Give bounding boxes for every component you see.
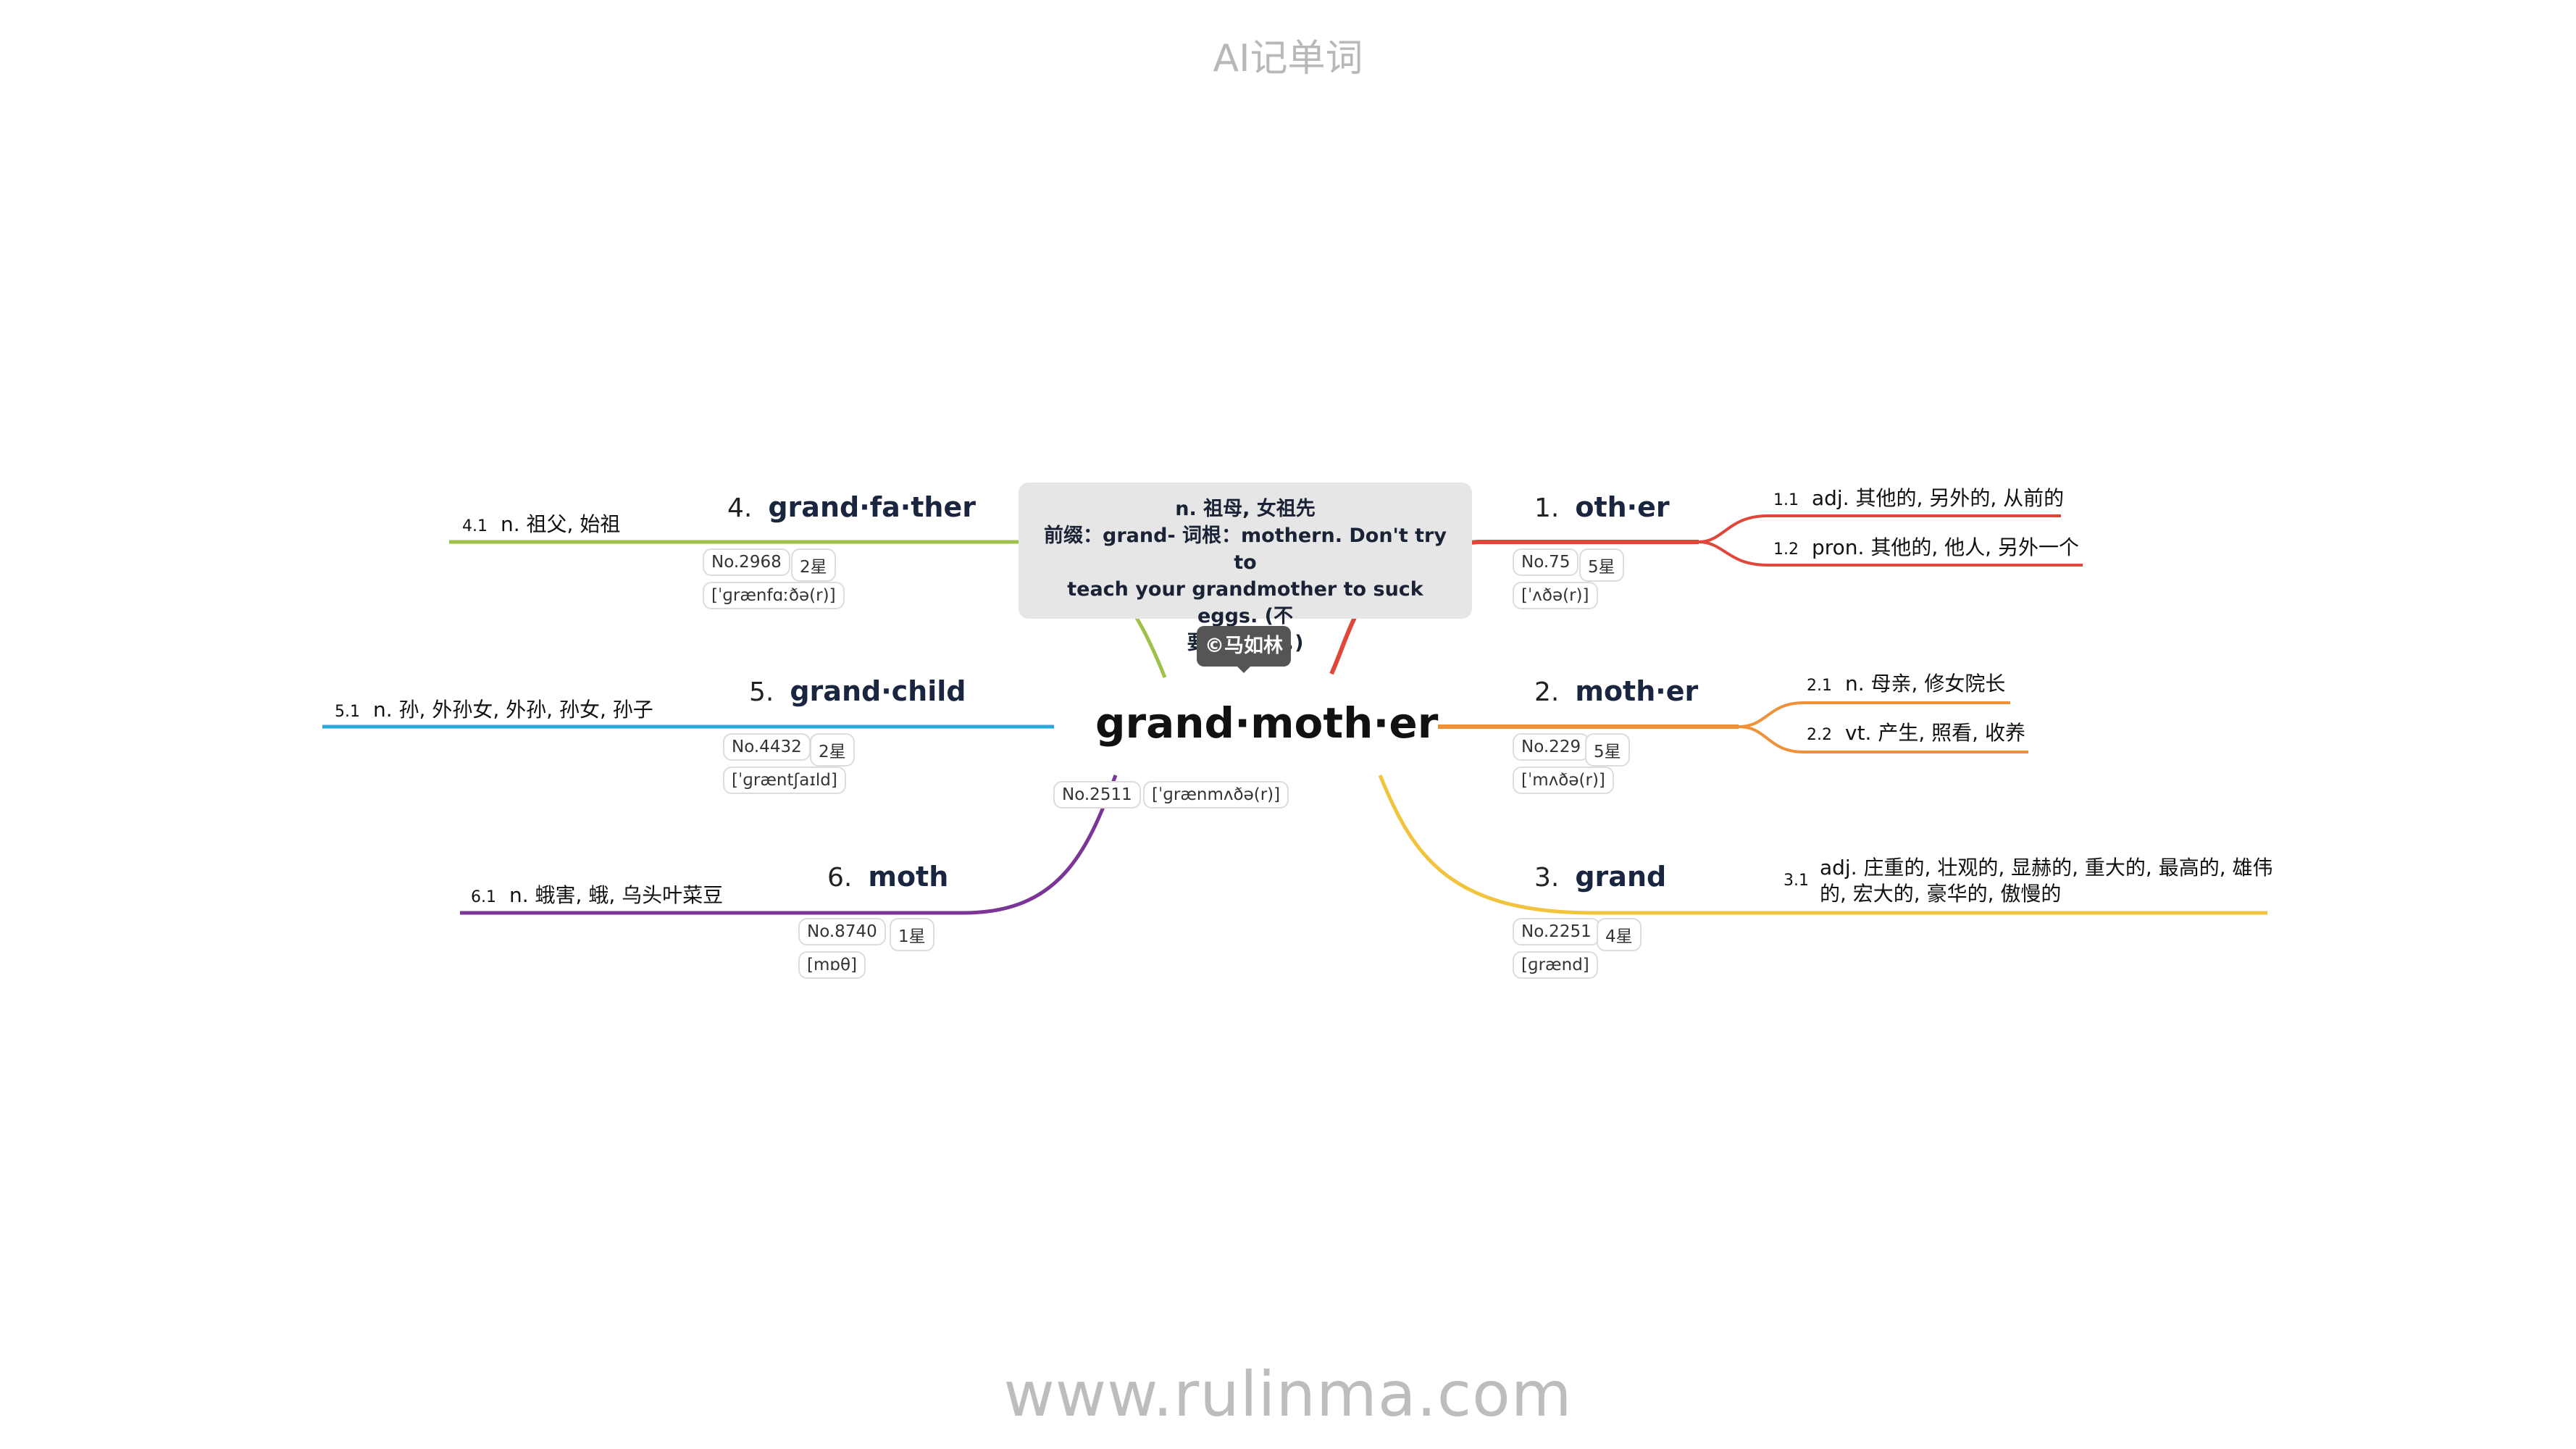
sense-number: 4.1 [462,517,488,535]
app-title: AI记单词 [1213,37,1363,80]
branch-stars-tag: 2星 [810,733,855,767]
sense-item[interactable]: 1.1 adj. 其他的, 另外的, 从前的 [1773,483,2064,511]
branch-stars-tag: 5星 [1585,733,1630,767]
branch-word: moth [868,861,949,893]
branch-index: 2. [1534,677,1560,707]
branch-word: grand·fa·ther [768,491,976,523]
center-note: n. 祖母, 女祖先 前缀：grand- 词根：mothern. Don't t… [1019,483,1472,654]
branch-index: 1. [1534,493,1560,523]
sense-number: 1.2 [1773,540,1799,559]
sense-text[interactable]: adj. 庄重的, 壮观的, 显赫的, 重大的, 最高的, 雄伟 [1820,856,2273,880]
connector-mother-sense-1 [1738,701,2010,728]
branch-stars-tag: 4星 [1597,918,1642,951]
sense-text: n. 孙, 外孙女, 外孙, 孙女, 孙子 [373,698,653,722]
branch-word: grand·child [790,675,966,707]
sense-number: 5.1 [335,703,360,721]
sense-item[interactable]: 2.2 vt. 产生, 照看, 收养 [1807,717,2025,746]
central-number-tag: No.2511 [1053,781,1141,809]
sense-number: 6.1 [471,888,496,906]
sense-text: n. 母亲, 修女院长 [1845,672,2006,696]
branch-phonetic-tag: [ˈmʌðə(r)] [1513,767,1614,794]
central-phonetic-tag: [ˈɡrænmʌðə(r)] [1143,781,1289,809]
sense-item[interactable]: 5.1 n. 孙, 外孙女, 外孙, 孙女, 孙子 [335,694,653,723]
branch-index: 3. [1534,863,1560,893]
branch-stars-tag: 5星 [1579,548,1624,582]
sense-item[interactable]: 2.1 n. 母亲, 修女院长 [1807,668,2005,697]
website-url: www.rulinma.com [1003,1358,1573,1431]
branch-phonetic-tag: [mɒθ] [798,951,866,979]
branch-index: 5. [749,677,774,707]
branch-word: oth·er [1575,491,1670,523]
sense-number: 2.2 [1807,726,1832,744]
sense-item[interactable]: 1.2 pron. 其他的, 他人, 另外一个 [1773,532,2079,561]
branch-stars-tag: 2星 [791,548,836,582]
sense-text: n. 祖父, 始祖 [501,512,621,536]
branch-phonetic-tag: [ˈɡrænfɑːðə(r)] [703,582,845,609]
branch-topic-mother[interactable]: 2. moth·er [1534,675,1698,707]
sense-number: 1.1 [1773,491,1799,509]
branch-number-tag: No.75 [1513,548,1579,576]
branch-number-tag: No.4432 [723,733,811,761]
branch-word: moth·er [1575,675,1699,707]
branch-topic-moth[interactable]: 6. moth [827,861,948,893]
sense-number: 3.1 [1783,872,1809,890]
branch-stars-tag: 1星 [890,918,934,951]
branch-topic-grandchild[interactable]: 5. grand·child [749,675,966,707]
copyright-badge-pointer [1236,665,1252,673]
note-etymology-1: 前缀：grand- 词根：mothern. Don't try to [1044,525,1447,574]
branch-number-tag: No.8740 [798,918,886,945]
branch-number-tag: No.2251 [1513,918,1600,945]
connector-other-sense-1 [1698,514,2061,543]
branch-index: 4. [727,493,753,523]
branch-phonetic-tag: [ˈʌðə(r)] [1513,582,1598,609]
sense-item[interactable]: 4.1 n. 祖父, 始祖 [462,509,620,538]
note-etymology-2: teach your grandmother to suck eggs. (不 [1067,578,1423,627]
branch-topic-grandfather[interactable]: 4. grand·fa·ther [727,491,976,523]
copyright-badge: ©马如林 [1197,626,1291,667]
central-topic[interactable]: grand·moth·er [1095,698,1439,748]
sense-text: n. 蛾害, 蛾, 乌头叶菜豆 [509,883,724,907]
branch-phonetic-tag: [ɡrænd] [1513,951,1598,979]
sense-item[interactable]: 6.1 n. 蛾害, 蛾, 乌头叶菜豆 [471,880,723,909]
branch-number-tag: No.2968 [703,548,790,576]
sense-text-continued[interactable]: 的, 宏大的, 豪华的, 傲慢的 [1820,882,2062,906]
branch-phonetic-tag: [ˈɡræntʃaɪld] [723,767,846,794]
branch-number-tag: No.229 [1513,733,1590,761]
sense-text: pron. 其他的, 他人, 另外一个 [1812,535,2079,559]
branch-index: 6. [827,863,853,893]
branch-topic-other[interactable]: 1. oth·er [1534,491,1670,523]
branch-word: grand [1575,861,1667,893]
connector-grand [1378,774,2267,915]
connector-other-sense-2 [1698,540,2083,567]
note-definition: n. 祖母, 女祖先 [1175,498,1316,520]
sense-text: vt. 产生, 照看, 收养 [1845,721,2025,745]
connector-mother-sense-2 [1738,725,2028,753]
sense-number: 2.1 [1807,677,1832,695]
sense-text: adj. 其他的, 另外的, 从前的 [1812,486,2065,510]
branch-topic-grand[interactable]: 3. grand [1534,861,1666,893]
